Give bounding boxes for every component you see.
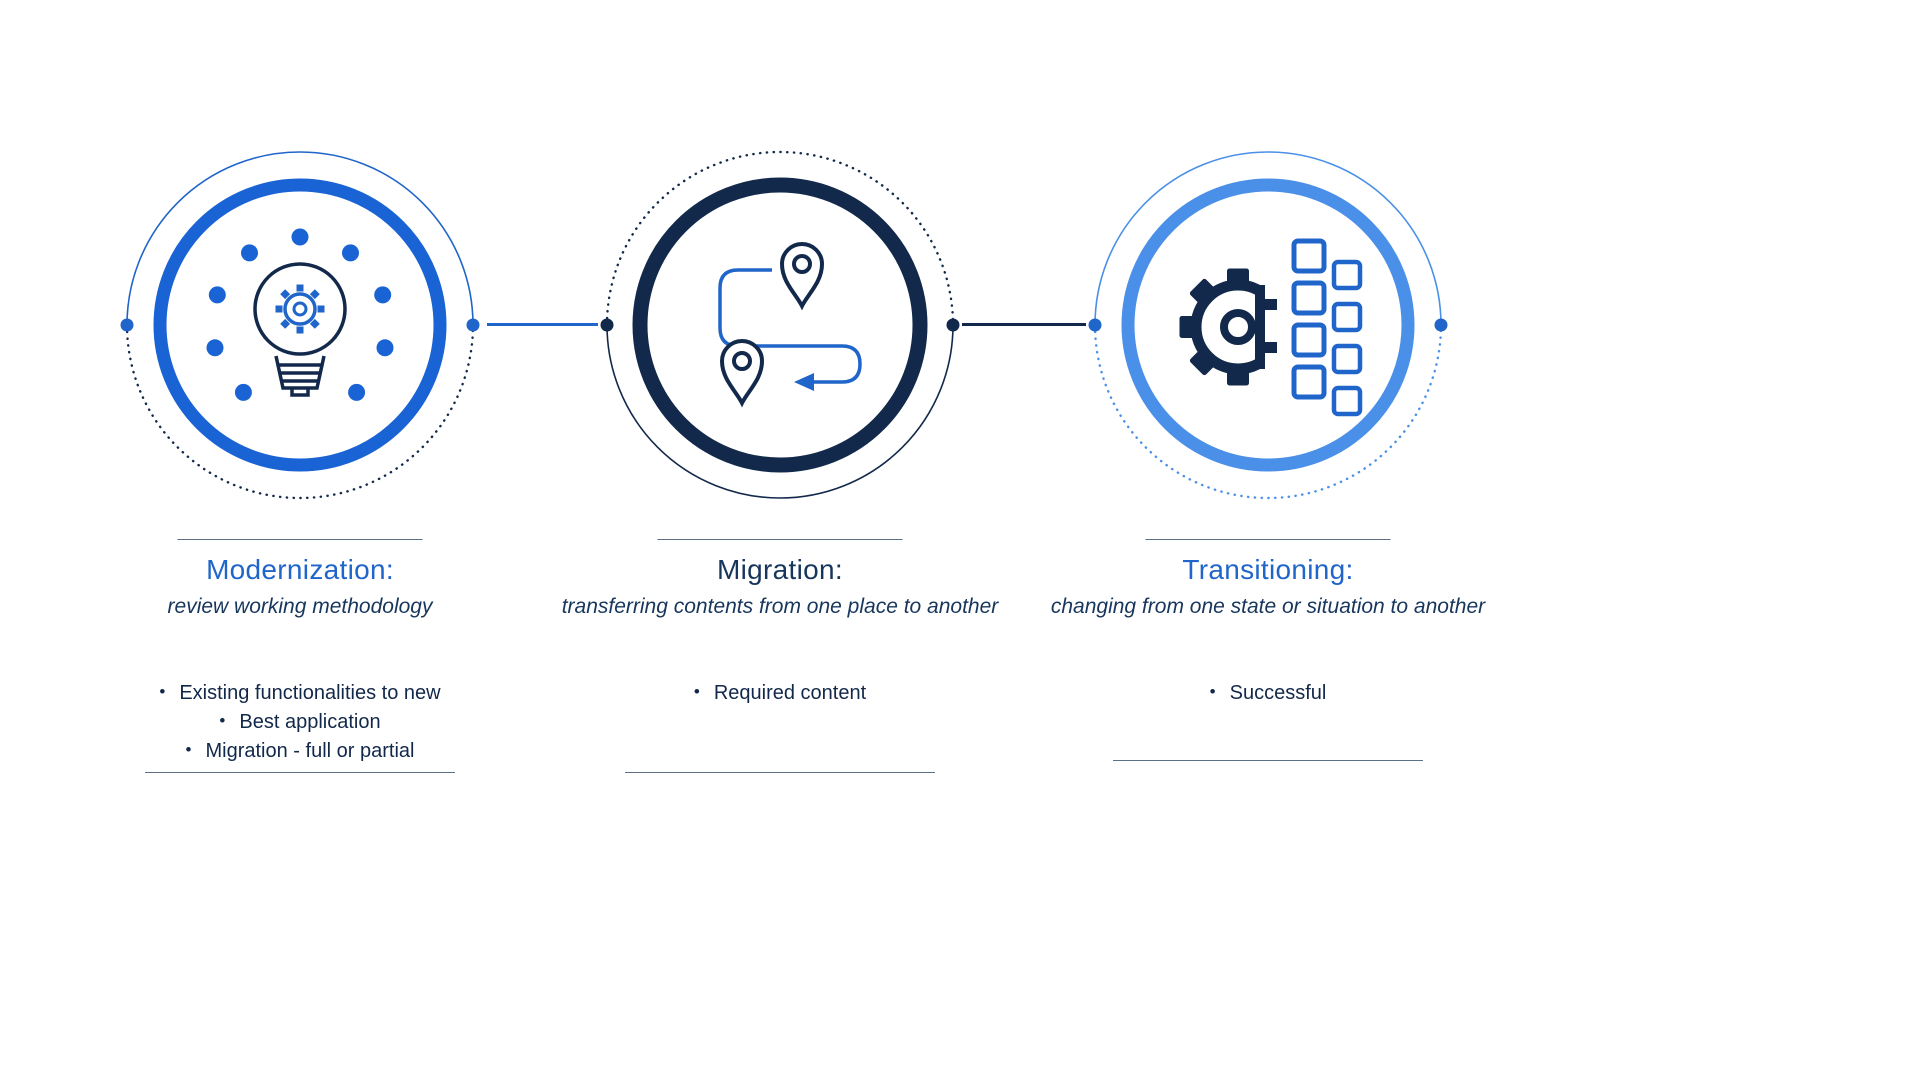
connector-line bbox=[487, 323, 598, 326]
section-subtitle: transferring contents from one place to … bbox=[561, 595, 999, 618]
main-ring bbox=[632, 177, 928, 473]
divider-bottom bbox=[625, 772, 935, 773]
connector-dot bbox=[120, 318, 134, 332]
section-subtitle: review working methodology bbox=[167, 595, 433, 618]
divider-top bbox=[1145, 539, 1391, 540]
lightbulb-gear-icon bbox=[120, 151, 480, 500]
location-pin-icon bbox=[779, 242, 825, 311]
decorative-arc-bottom bbox=[606, 324, 954, 499]
section-subtitle: changing from one state or situation to … bbox=[1050, 595, 1486, 618]
dots-ring bbox=[206, 228, 394, 401]
column-modernization: Modernization: review working methodolog… bbox=[70, 0, 530, 1080]
connector-dot bbox=[946, 318, 960, 332]
section-title: Modernization: bbox=[206, 554, 394, 585]
section-title: Transitioning: bbox=[1182, 554, 1354, 585]
connector-line bbox=[962, 323, 1086, 326]
bullet-item: Required content bbox=[550, 679, 1010, 708]
location-pin-icon bbox=[719, 339, 765, 408]
migration-circle bbox=[580, 125, 980, 525]
connector-dot bbox=[466, 318, 480, 332]
column-migration: Migration: transferring contents from on… bbox=[550, 0, 1010, 1080]
bullet-list: Required content bbox=[550, 679, 1010, 708]
connector-dot bbox=[1434, 318, 1448, 332]
decorative-arc-bottom bbox=[1093, 323, 1443, 500]
decorative-arc-top bbox=[1094, 151, 1442, 326]
modernization-circle bbox=[100, 125, 500, 525]
divider-top bbox=[177, 539, 423, 540]
lightbulb-icon bbox=[253, 262, 347, 397]
decorative-arc-top bbox=[126, 151, 474, 326]
route-arrow-icon bbox=[794, 373, 814, 391]
bullet-item: Successful bbox=[1038, 679, 1498, 708]
section-title: Migration: bbox=[717, 554, 843, 585]
bullet-item: Best application bbox=[70, 708, 530, 737]
decorative-arc-top bbox=[605, 150, 955, 327]
divider-bottom bbox=[1113, 760, 1423, 761]
decorative-arc-bottom bbox=[125, 323, 475, 500]
divider-bottom bbox=[145, 772, 455, 773]
transitioning-circle bbox=[1068, 125, 1468, 525]
bullet-item: Migration - full or partial bbox=[70, 737, 530, 766]
bullet-item: Existing functionalities to new bbox=[70, 679, 530, 708]
connector-dot bbox=[600, 318, 614, 332]
connector-dot bbox=[1088, 318, 1102, 332]
module-squares bbox=[1291, 238, 1363, 417]
gear-modules-icon bbox=[1088, 151, 1448, 500]
bullet-list: Existing functionalities to new Best app… bbox=[70, 679, 530, 766]
route-pins-icon bbox=[600, 150, 960, 499]
column-transitioning: Transitioning: changing from one state o… bbox=[1038, 0, 1498, 1080]
bullet-list: Successful bbox=[1038, 679, 1498, 708]
divider-top bbox=[657, 539, 903, 540]
